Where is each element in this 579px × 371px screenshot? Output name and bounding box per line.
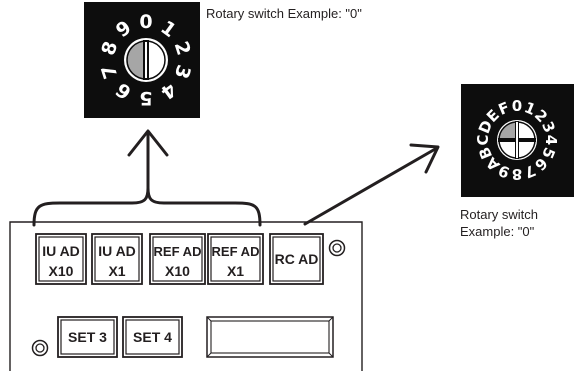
panel-outline xyxy=(9,221,363,371)
dial-small-digit-0: 0 xyxy=(512,97,522,115)
switch-iu-ad-x10-line1: IU AD xyxy=(42,243,80,259)
switch-iu-ad-x10: IU AD X10 xyxy=(35,233,87,285)
switch-rc-ad: RC AD xyxy=(269,233,324,285)
bracket xyxy=(32,187,262,227)
screw-right xyxy=(328,239,346,257)
switch-ref-ad-x10-line1: REF AD xyxy=(154,244,202,259)
dial-large-digit-8: 8 xyxy=(97,39,122,58)
dial-large-digit-2: 2 xyxy=(170,39,195,58)
switch-ref-ad-x10: REF AD X10 xyxy=(149,233,206,285)
dial-small-digit-C: C xyxy=(474,134,492,145)
switch-ref-ad-x10-line2: X10 xyxy=(165,263,190,279)
switch-ref-ad-x1-line1: REF AD xyxy=(212,244,260,259)
row1-switches: IU AD X10 IU AD X1 REF AD X10 REF AD X1 xyxy=(35,233,264,285)
screw-left xyxy=(31,339,49,357)
connector xyxy=(206,316,334,358)
rotary-switch-small-knob xyxy=(497,120,537,160)
switch-ref-ad-x1-line2: X1 xyxy=(227,263,244,279)
arrow-diagonal xyxy=(303,143,440,226)
switch-set-4: SET 4 xyxy=(122,316,183,358)
row2-switches: SET 3 SET 4 xyxy=(57,316,183,358)
switch-ref-ad-x1: REF AD X1 xyxy=(207,233,264,285)
dial-small-digit-4: 4 xyxy=(542,135,560,145)
switch-set-3: SET 3 xyxy=(57,316,118,358)
switch-set-3-label: SET 3 xyxy=(68,329,107,345)
switch-iu-ad-x10-line2: X10 xyxy=(49,263,74,279)
dial-small-digit-8: 8 xyxy=(512,165,522,183)
arrow-up xyxy=(127,129,169,190)
caption-rotary-switch-small-line2: Example: "0" xyxy=(460,224,535,239)
dial-large-digit-5: 5 xyxy=(139,87,152,109)
caption-rotary-switch-small-line1: Rotary switch xyxy=(460,207,539,222)
switch-set-4-label: SET 4 xyxy=(133,329,172,345)
dial-large-digit-0: 0 xyxy=(139,11,152,33)
caption-rotary-switch-large: Rotary switch Example: "0" xyxy=(206,6,362,21)
switch-iu-ad-x1: IU AD X1 xyxy=(91,233,143,285)
dial-large-digit-3: 3 xyxy=(170,62,195,81)
rotary-switch-large-knob xyxy=(124,38,168,82)
switch-rc-ad-label: RC AD xyxy=(275,251,319,267)
dial-large-digit-7: 7 xyxy=(97,62,122,81)
switch-iu-ad-x1-line2: X1 xyxy=(108,263,125,279)
switch-iu-ad-x1-line1: IU AD xyxy=(98,243,136,259)
